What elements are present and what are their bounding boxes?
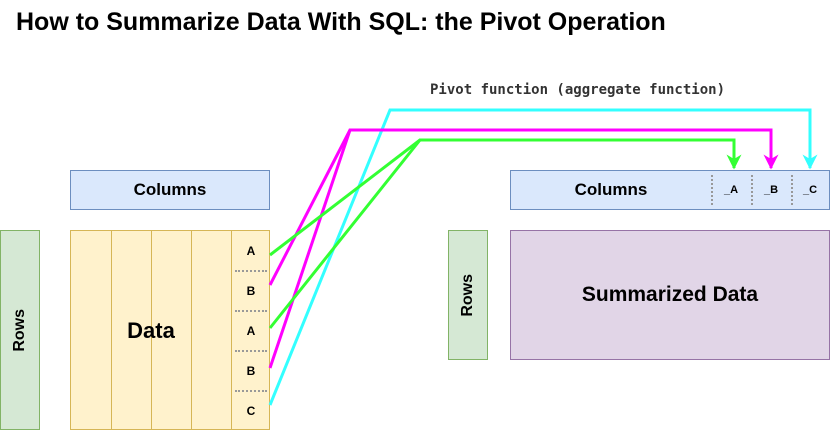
source-cell: C — [246, 404, 256, 418]
diagram-title: How to Summarize Data With SQL: the Pivo… — [16, 8, 666, 36]
column-separator — [751, 175, 753, 205]
connector-b1 — [268, 129, 352, 286]
column-divider — [231, 231, 232, 429]
pivot-column-c: _C — [802, 184, 818, 196]
source-columns-label: Columns — [133, 180, 207, 199]
source-cell: B — [246, 284, 256, 298]
column-separator — [791, 175, 793, 205]
column-divider — [191, 231, 192, 429]
pivot-column-a: _A — [723, 184, 739, 196]
connector-b2 — [268, 128, 779, 369]
cell-separator — [235, 350, 267, 352]
pivot-function-label: Pivot function (aggregate function) — [430, 82, 726, 98]
source-data-label: Data — [127, 318, 175, 343]
source-cell: A — [246, 244, 256, 258]
connector-c — [268, 108, 818, 406]
target-columns-label: Columns — [574, 180, 648, 199]
column-divider — [111, 231, 112, 429]
target-rows-header: Rows — [448, 230, 488, 360]
cell-separator — [235, 310, 267, 312]
source-cell: B — [246, 364, 256, 378]
column-separator — [711, 175, 713, 205]
pivot-column-b: _B — [763, 184, 779, 196]
summarized-data-table: Summarized Data — [510, 230, 830, 360]
pivot-source-column: A B A B C — [231, 231, 271, 431]
cell-separator — [235, 390, 267, 392]
source-data-table: Data A B A B C — [70, 230, 270, 430]
column-divider — [151, 231, 152, 429]
summarized-data-label: Summarized Data — [581, 283, 759, 306]
source-columns-header: Columns — [70, 170, 270, 210]
connector-a1 — [269, 138, 421, 257]
source-data-area: Data — [71, 231, 231, 431]
cell-separator — [235, 270, 267, 272]
source-cell: A — [246, 324, 256, 338]
source-rows-header: Rows — [0, 230, 40, 430]
target-columns-header: Columns _A _B _C — [510, 170, 830, 210]
target-columns-area: Columns — [511, 171, 711, 209]
connector-a2 — [268, 138, 742, 329]
